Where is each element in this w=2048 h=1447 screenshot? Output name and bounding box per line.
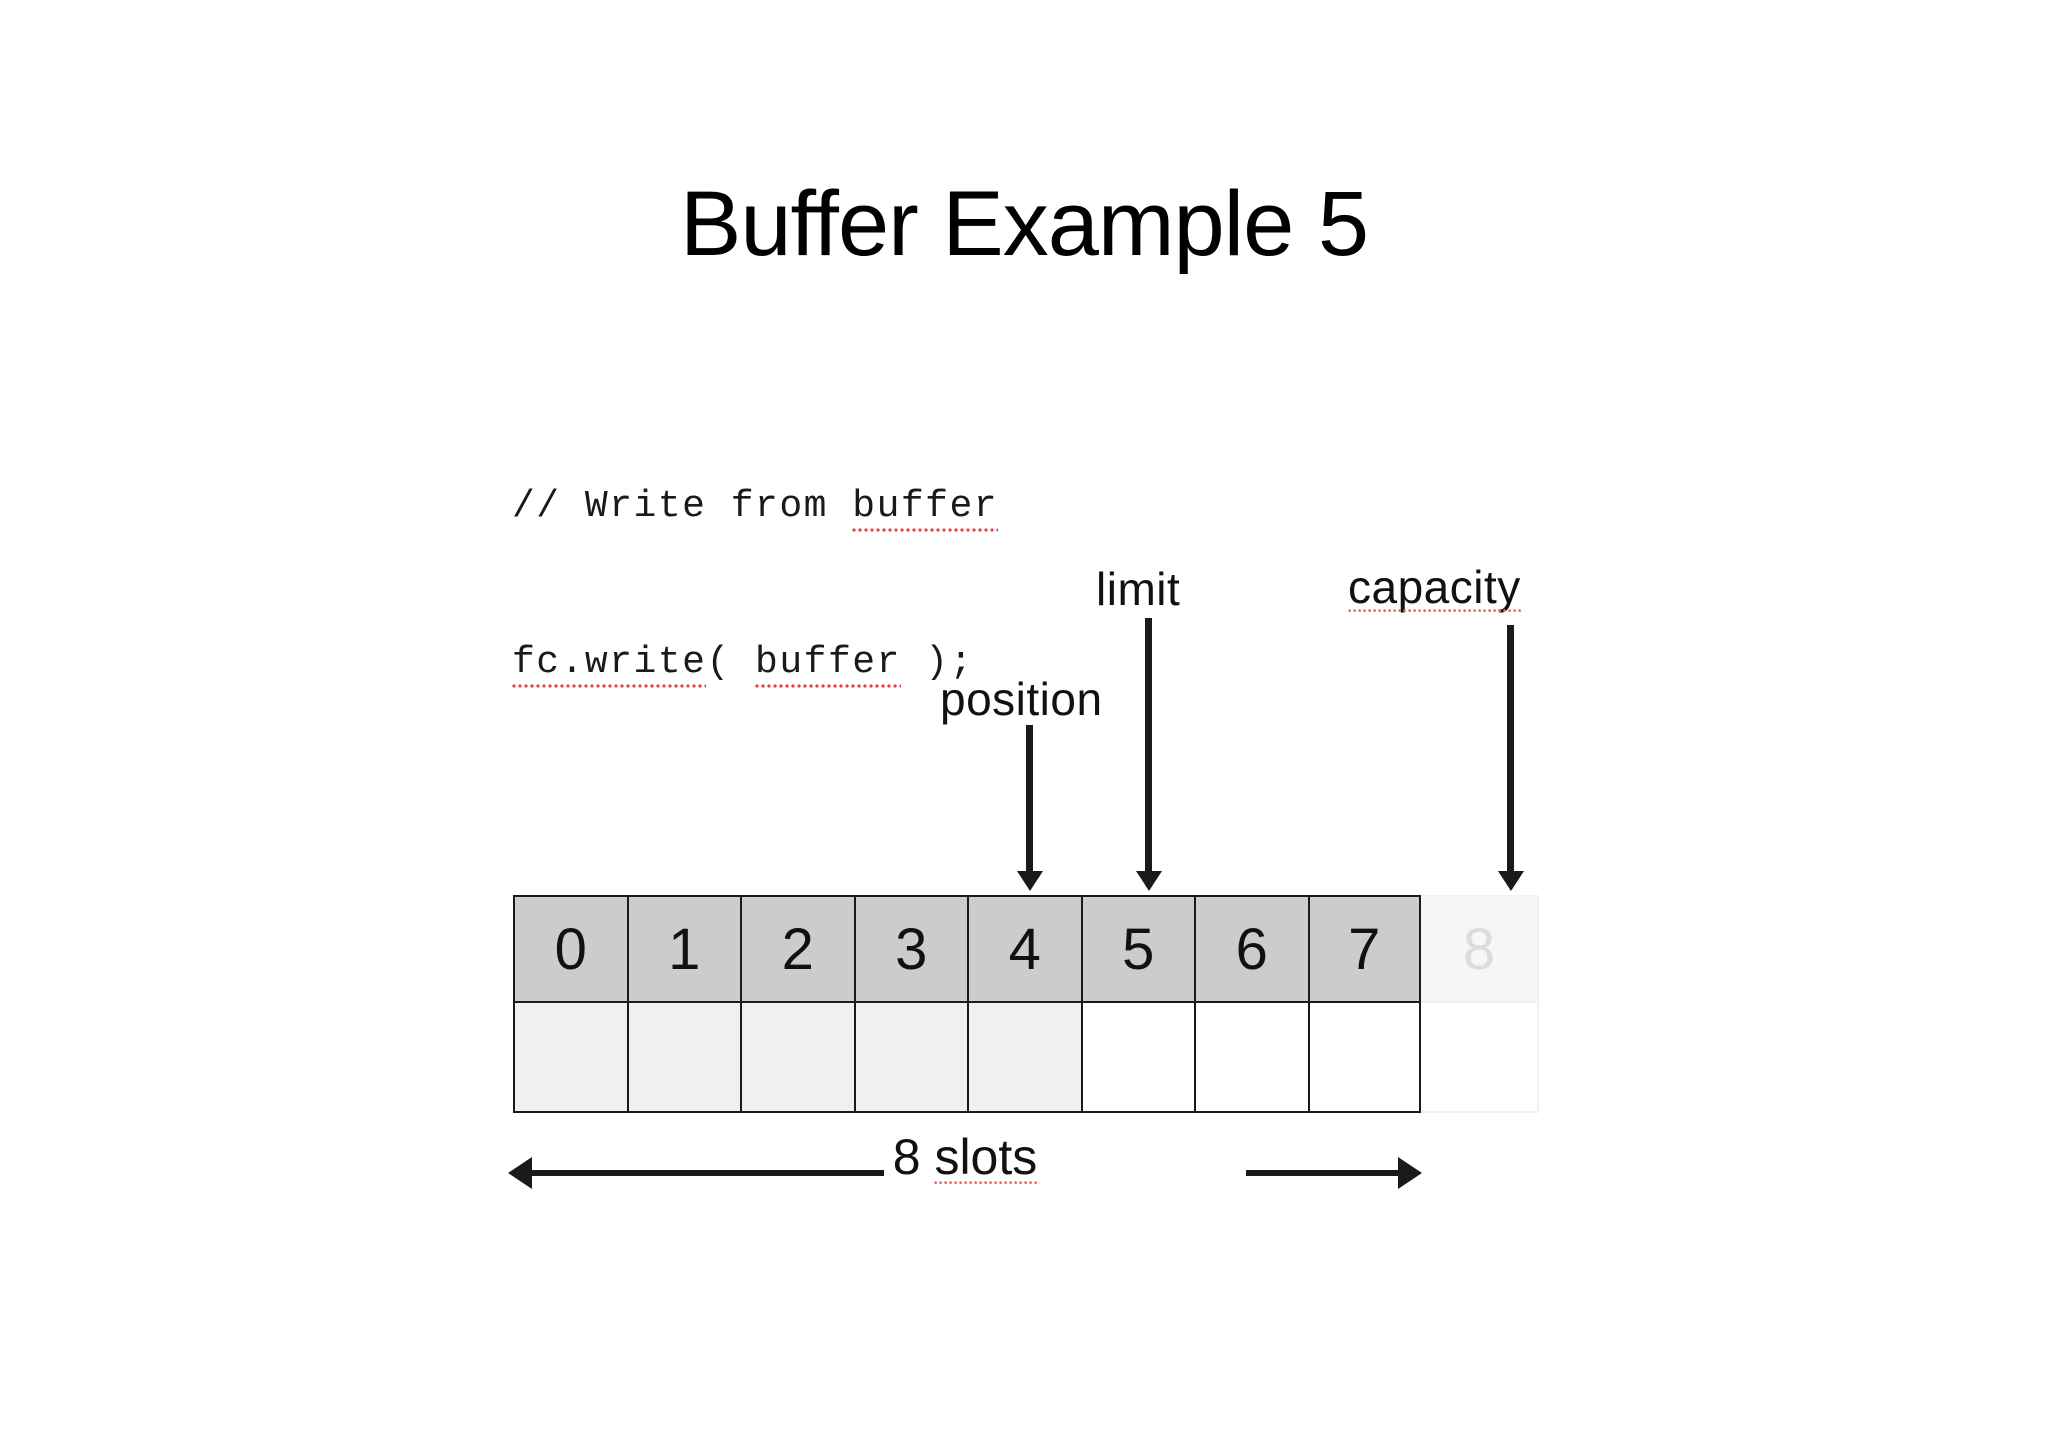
buffer-cell-7: 7 bbox=[1307, 895, 1421, 1113]
buffer-cell-6: 6 bbox=[1194, 895, 1308, 1113]
buffer-cell-6-slot bbox=[1194, 1003, 1308, 1113]
buffer-cell-3-index: 3 bbox=[853, 895, 967, 1003]
measure-arrowhead-right-icon bbox=[1398, 1157, 1422, 1189]
buffer-cell-7-index: 7 bbox=[1307, 895, 1421, 1003]
measure-caption-count: 8 bbox=[892, 1129, 935, 1185]
code-line-1: // Write from buffer bbox=[512, 481, 998, 533]
buffer-cell-0-slot bbox=[513, 1003, 627, 1113]
code-line-1-prefix: // Write from bbox=[512, 485, 853, 528]
buffer-cell-5-index: 5 bbox=[1080, 895, 1194, 1003]
buffer-cell-4-slot bbox=[967, 1003, 1081, 1113]
buffer-cell-2: 2 bbox=[740, 895, 854, 1113]
buffer-cell-8-slot bbox=[1421, 1003, 1539, 1113]
buffer-cell-3-slot bbox=[853, 1003, 967, 1113]
pointer-arrow-capacity bbox=[1507, 625, 1514, 875]
buffer-cell-1: 1 bbox=[626, 895, 740, 1113]
buffer-cell-1-slot bbox=[626, 1003, 740, 1113]
buffer-cell-7-slot bbox=[1307, 1003, 1421, 1113]
measure-caption: 8 slots bbox=[884, 1128, 1046, 1186]
pointer-arrow-limit bbox=[1145, 618, 1152, 875]
buffer-grid: 0 1 2 3 4 5 6 7 bbox=[513, 895, 1539, 1113]
buffer-cell-2-index: 2 bbox=[740, 895, 854, 1003]
measure-caption-unit: slots bbox=[934, 1129, 1038, 1185]
buffer-cell-4-index: 4 bbox=[967, 895, 1081, 1003]
buffer-cell-5-slot bbox=[1080, 1003, 1194, 1113]
measure-line-left bbox=[522, 1170, 884, 1176]
code-line-2-method: fc.write bbox=[512, 637, 707, 689]
buffer-cell-1-index: 1 bbox=[626, 895, 740, 1003]
code-line-2-argument: buffer bbox=[755, 637, 901, 689]
buffer-cell-3: 3 bbox=[853, 895, 967, 1113]
buffer-cell-8-out-of-range: 8 bbox=[1421, 895, 1539, 1113]
pointer-label-capacity: capacity bbox=[1348, 561, 1521, 613]
code-block: // Write from buffer fc.write( buffer ); bbox=[512, 377, 998, 793]
buffer-cell-5: 5 bbox=[1080, 895, 1194, 1113]
pointer-label-limit: limit bbox=[1096, 563, 1181, 615]
buffer-cell-6-index: 6 bbox=[1194, 895, 1308, 1003]
code-line-2: fc.write( buffer ); bbox=[512, 637, 998, 689]
pointer-arrow-position bbox=[1026, 725, 1033, 875]
buffer-cell-0-index: 0 bbox=[513, 895, 627, 1003]
measure-line-right bbox=[1246, 1170, 1408, 1176]
buffer-cell-8-index: 8 bbox=[1421, 895, 1539, 1003]
buffer-cell-0: 0 bbox=[513, 895, 627, 1113]
code-line-2-open-paren: ( bbox=[706, 641, 756, 684]
page-title: Buffer Example 5 bbox=[679, 173, 1369, 275]
buffer-cell-2-slot bbox=[740, 1003, 854, 1113]
buffer-cell-4: 4 bbox=[967, 895, 1081, 1113]
code-line-2-close: ); bbox=[900, 641, 974, 684]
slots-measure-arrow: 8 slots bbox=[508, 1129, 1422, 1202]
pointer-label-position: position bbox=[940, 673, 1103, 725]
code-line-1-misspelled-word: buffer bbox=[852, 481, 998, 533]
